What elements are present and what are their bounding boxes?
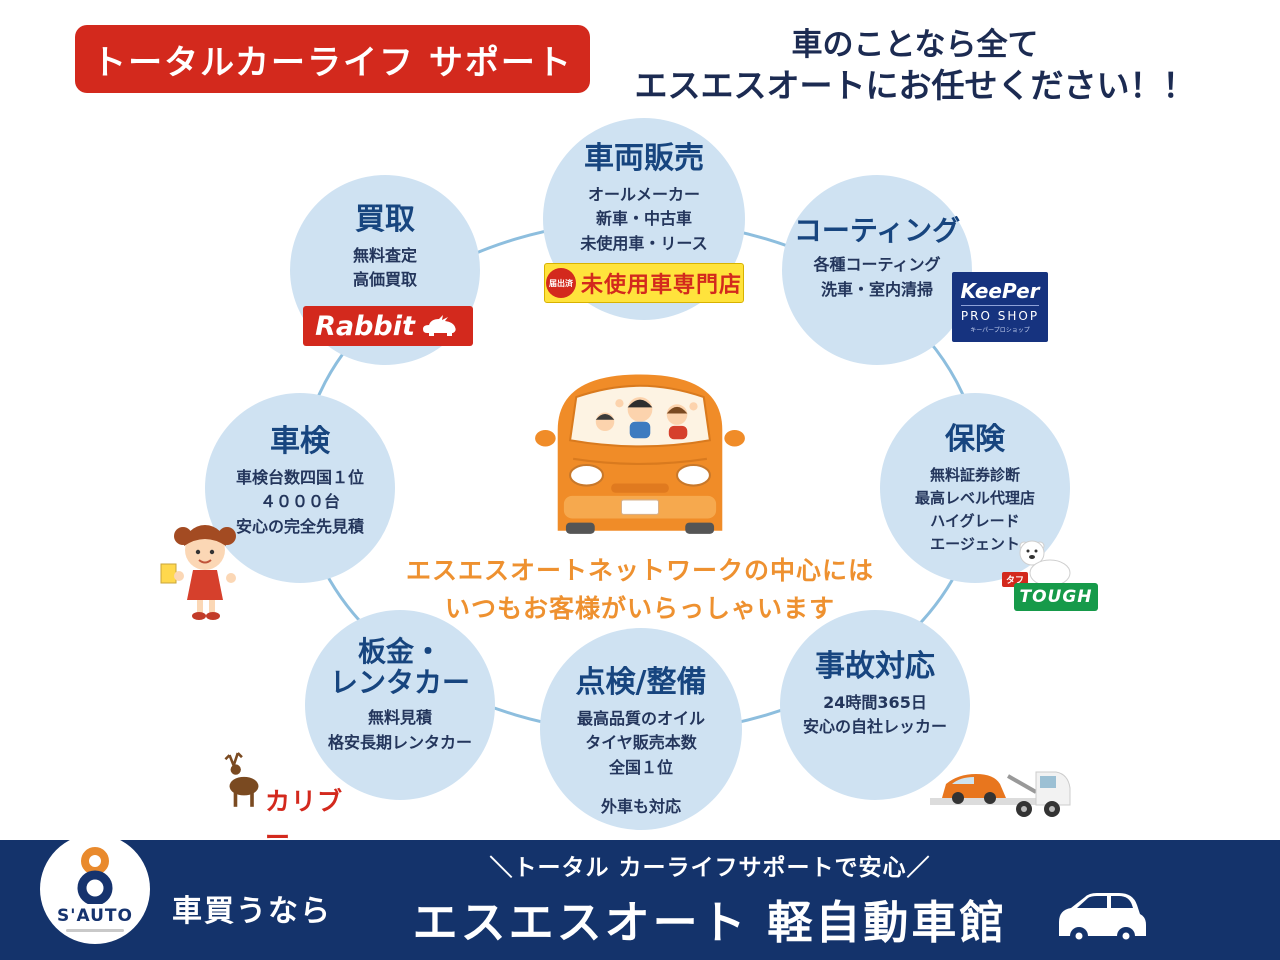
rabbit-icon	[422, 315, 456, 336]
service-line: 車検台数四国１位	[235, 467, 364, 487]
service-line: 各種コーティング	[813, 255, 941, 275]
tow-truck-icon	[930, 771, 1071, 817]
service-line: 無料見積	[367, 707, 432, 727]
service-line: 新車・中古車	[595, 209, 692, 229]
service-line: 未使用車・リース	[580, 234, 708, 254]
unused-car-badge: 届出済 未使用車専門店	[544, 263, 744, 303]
service-lines: オールメーカー 新車・中古車 未使用車・リース	[580, 183, 707, 257]
total-car-life-banner: トータルカーライフ サポート	[75, 25, 590, 93]
service-line: 高価買取	[352, 270, 417, 290]
service-lines: 無料証券診断 最高レベル代理店 ハイグレード エージェント	[915, 464, 1035, 557]
service-circle-jiko: 事故対応 24時間365日 安心の自社レッカー	[780, 610, 970, 800]
footer-lead: 車買うなら	[172, 894, 332, 929]
sauto-rings-icon	[77, 847, 113, 904]
service-line: ４０００台	[259, 492, 340, 512]
service-line: 安心の自社レッカー	[802, 717, 947, 737]
caribou-rentacar-logo: カリブー	[213, 750, 368, 852]
service-line: 最高レベル代理店	[914, 488, 1035, 507]
service-line: 24時間365日	[823, 692, 927, 712]
family-car-illustration	[535, 358, 745, 538]
tagline-line2: エスエスオートにお任せください！！	[634, 65, 1196, 105]
service-line: 無料証券診断	[929, 465, 1020, 484]
service-title: 保険	[945, 422, 1005, 457]
service-line: 無料査定	[352, 245, 417, 265]
rabbit-label: Rabbit	[315, 310, 415, 342]
unused-car-stamp: 届出済	[545, 268, 576, 298]
service-title: コーティング	[793, 214, 961, 247]
service-title: 車検	[270, 424, 330, 459]
service-title: 点検/整備	[575, 665, 707, 700]
service-lines: 無料見積 格安長期レンタカー	[328, 706, 472, 756]
tow-truck-photo	[928, 748, 1073, 826]
unused-car-label: 未使用車専門店	[580, 273, 742, 298]
service-title: 事故対応	[815, 649, 935, 684]
service-line: エージェント	[930, 535, 1020, 554]
keeper-shop: PRO SHOP	[960, 305, 1040, 323]
sauto-logo-text: S'AUTO	[57, 906, 133, 926]
service-line: タイヤ販売本数	[585, 733, 697, 753]
service-title: 買取	[355, 202, 415, 237]
service-line: 最高品質のオイル	[576, 708, 705, 728]
caribou-label: カリブー	[265, 787, 344, 852]
service-line: 全国１位	[608, 758, 673, 778]
reindeer-icon	[224, 752, 259, 807]
keeper-brand: KeePer	[960, 279, 1040, 303]
service-circle-coating: コーティング 各種コーティング 洗車・室内清掃	[782, 175, 972, 365]
shaken-mascot	[155, 520, 255, 622]
service-title: 板金・ レンタカー	[329, 635, 470, 700]
keeper-proshop-logo: KeePer PRO SHOP キーパープロショップ	[952, 272, 1048, 342]
tough-label: TOUGH	[1014, 583, 1098, 611]
sauto-logo-subline	[66, 929, 124, 932]
keeper-sub: キーパープロショップ	[970, 327, 1030, 334]
service-circle-tenken: 点検/整備 最高品質のオイル タイヤ販売本数 全国１位 外車も対応	[540, 628, 742, 830]
tagline-line1: 車のことなら全て	[791, 27, 1039, 63]
center-message-line2: いつもお客様がいらっしゃいます	[444, 593, 835, 623]
family-car-icon	[535, 374, 745, 534]
service-title: 車両販売	[584, 141, 704, 176]
footer-slogan: ＼トータル カーライフサポートで安心／	[489, 855, 931, 881]
rabbit-logo: Rabbit	[303, 306, 473, 346]
service-line: 格安長期レンタカー	[327, 732, 472, 752]
sauto-logo: S'AUTO	[40, 834, 150, 944]
footer-title: エスエスオート 軽自動車館	[412, 896, 1008, 949]
service-lines: 24時間365日 安心の自社レッカー	[803, 691, 947, 741]
service-line: 洗車・室内清掃	[820, 280, 933, 300]
tough-insurance-logo: タフ TOUGH	[1002, 533, 1102, 613]
service-circle-bankin: 板金・ レンタカー 無料見積 格安長期レンタカー	[305, 610, 495, 800]
service-line: ハイグレード	[930, 512, 1020, 531]
service-line: 外車も対応	[600, 796, 681, 816]
tagline: 車のことなら全て エスエスオートにお任せください！！	[620, 26, 1210, 106]
service-circle-shaken: 車検 車検台数四国１位 ４０００台 安心の完全先見積	[205, 393, 395, 583]
footer: S'AUTO 車買うなら ＼トータル カーライフサポートで安心／ エスエスオート…	[0, 834, 1280, 960]
service-line: 安心の完全先見積	[235, 517, 364, 537]
shaken-mascot-icon	[160, 525, 236, 620]
service-lines: 無料査定 高価買取	[353, 244, 417, 294]
service-lines: 各種コーティング 洗車・室内清掃	[813, 253, 940, 303]
service-line: オールメーカー	[587, 184, 700, 204]
footer-center: ＼トータル カーライフサポートで安心／ エスエスオート 軽自動車館	[390, 848, 1030, 951]
kei-car-icon	[1059, 893, 1146, 945]
polar-bear-icon	[1019, 540, 1071, 587]
center-message-line1: エスエスオートネットワークの中心には	[405, 556, 874, 585]
service-lines: 最高品質のオイル タイヤ販売本数 全国１位 外車も対応	[577, 707, 705, 820]
center-message: エスエスオートネットワークの中心には いつもお客様がいらっしゃいます	[0, 552, 1280, 627]
service-lines: 車検台数四国１位 ４０００台 安心の完全先見積	[236, 466, 364, 540]
